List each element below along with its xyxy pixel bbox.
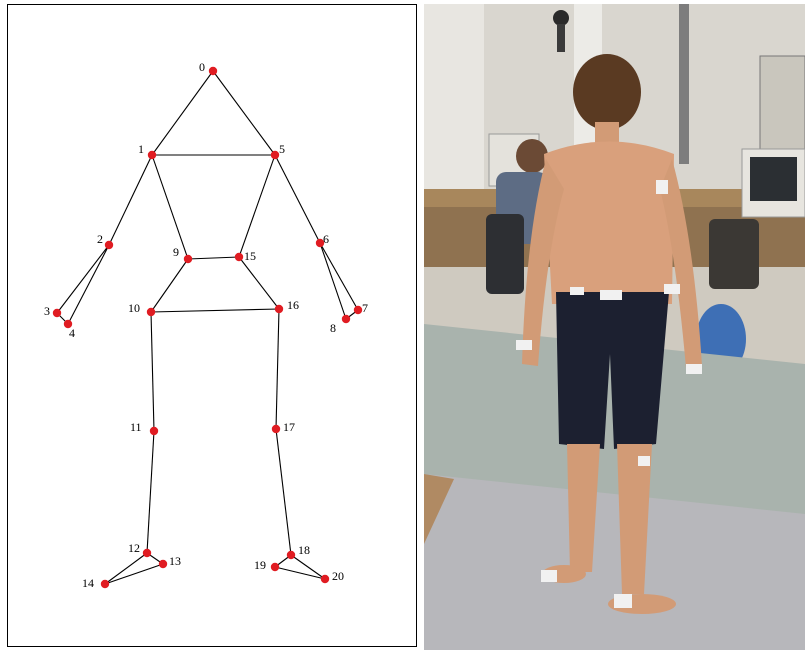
joint-label-20: 20 xyxy=(332,569,344,583)
joint-label-14: 14 xyxy=(82,576,94,590)
joint-14 xyxy=(101,580,109,588)
joint-15 xyxy=(235,253,243,261)
office-chair-left xyxy=(486,214,524,294)
subject-photo xyxy=(424,4,805,650)
bone-15-16 xyxy=(239,257,279,309)
joint-18 xyxy=(287,551,295,559)
joint-label-3: 3 xyxy=(44,304,50,318)
bone-10-11 xyxy=(151,312,154,431)
bone-0-1 xyxy=(152,71,213,155)
joint-label-15: 15 xyxy=(244,249,256,263)
joint-label-1: 1 xyxy=(138,142,144,156)
camera-mount xyxy=(557,24,565,52)
joint-label-17: 17 xyxy=(283,420,295,434)
bone-19-20 xyxy=(275,567,325,579)
bone-12-14 xyxy=(105,553,147,584)
joint-label-11: 11 xyxy=(130,420,142,434)
joint-label-6: 6 xyxy=(323,232,329,246)
monitor-screen xyxy=(750,157,797,201)
bone-13-14 xyxy=(105,564,163,584)
bone-5-6 xyxy=(275,155,320,243)
joint-19 xyxy=(271,563,279,571)
joint-17 xyxy=(272,425,280,433)
joint-7 xyxy=(354,306,362,314)
skeleton-connections xyxy=(57,71,358,584)
bone-1-9 xyxy=(152,155,188,259)
bone-1-2 xyxy=(109,155,152,245)
joint-0 xyxy=(209,67,217,75)
joint-10 xyxy=(147,308,155,316)
joint-2 xyxy=(105,241,113,249)
bone-10-16 xyxy=(151,309,279,312)
joint-1 xyxy=(148,151,156,159)
bone-11-12 xyxy=(147,431,154,553)
joint-label-12: 12 xyxy=(128,541,140,555)
seated-person-head xyxy=(516,139,548,173)
joint-label-5: 5 xyxy=(279,142,285,156)
joint-label-8: 8 xyxy=(330,321,336,335)
joint-9 xyxy=(184,255,192,263)
bone-0-5 xyxy=(213,71,275,155)
lab-photo-illustration xyxy=(424,4,805,650)
bone-17-18 xyxy=(276,429,291,555)
joint-label-10: 10 xyxy=(128,301,140,315)
joint-label-16: 16 xyxy=(287,298,299,312)
joint-3 xyxy=(53,309,61,317)
joint-16 xyxy=(275,305,283,313)
joint-12 xyxy=(143,549,151,557)
skeleton-joints xyxy=(53,67,362,588)
joint-13 xyxy=(159,560,167,568)
wall-pipe xyxy=(679,4,689,164)
joint-8 xyxy=(342,315,350,323)
bone-16-17 xyxy=(276,309,279,429)
joint-label-4: 4 xyxy=(69,326,75,340)
bone-5-15 xyxy=(239,155,275,257)
joint-label-9: 9 xyxy=(173,245,179,259)
joint-label-0: 0 xyxy=(199,60,205,74)
camera-icon xyxy=(553,10,569,26)
joint-label-7: 7 xyxy=(362,301,368,315)
joint-label-18: 18 xyxy=(298,543,310,557)
joint-11 xyxy=(150,427,158,435)
joint-5 xyxy=(271,151,279,159)
joint-label-2: 2 xyxy=(97,232,103,246)
joint-label-13: 13 xyxy=(169,554,181,568)
bone-2-3 xyxy=(57,245,109,313)
bone-9-15 xyxy=(188,257,239,259)
office-chair-right xyxy=(709,219,759,289)
bone-9-10 xyxy=(151,259,188,312)
joint-label-19: 19 xyxy=(254,558,266,572)
electrical-panel xyxy=(760,56,805,151)
joint-20 xyxy=(321,575,329,583)
bone-2-4 xyxy=(68,245,109,324)
